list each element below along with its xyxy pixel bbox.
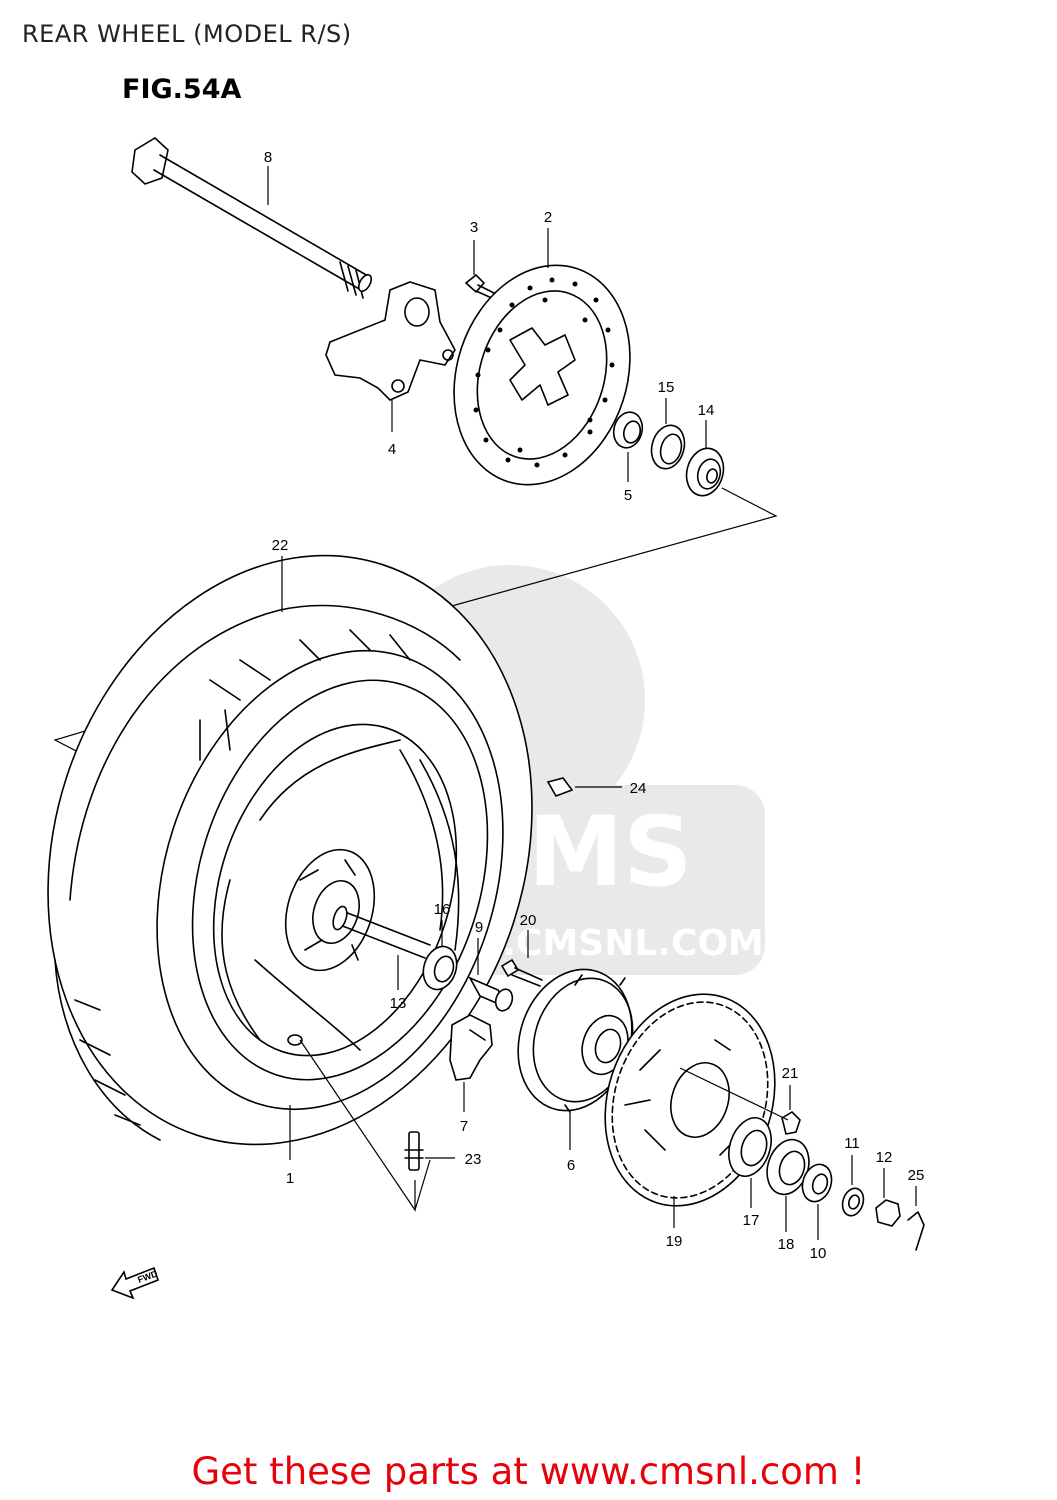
- callout-2: 2: [544, 209, 552, 226]
- exploded-parts-diagram: CMS WWW.CMSNL.COM: [47, 137, 925, 1300]
- callout-14: 14: [698, 402, 715, 419]
- fwd-arrow-icon: FWD: [110, 1266, 159, 1300]
- page-title: REAR WHEEL (MODEL R/S): [22, 20, 352, 48]
- part-8-axle: [131, 137, 373, 299]
- callout-7: 7: [460, 1118, 468, 1135]
- callout-13: 13: [390, 995, 407, 1012]
- callout-4: 4: [388, 441, 396, 458]
- callout-17: 17: [743, 1212, 760, 1229]
- callout-21: 21: [782, 1065, 799, 1082]
- figure-label: FIG.54A: [122, 74, 242, 105]
- callout-numbers: 8 3 2 15 14 4 5 22 24 16 20 9 13 21 7 11…: [264, 149, 925, 1262]
- part-12-castle-nut: [875, 1168, 901, 1227]
- part-4-caliper-bracket: [325, 281, 456, 432]
- callout-19: 19: [666, 1233, 683, 1250]
- callout-23: 23: [465, 1151, 482, 1168]
- callout-3: 3: [470, 219, 478, 236]
- part-25-cotter-pin: [907, 1186, 925, 1251]
- part-3-disc-bolt: [464, 240, 497, 300]
- callout-11: 11: [844, 1135, 860, 1152]
- callout-1: 1: [286, 1170, 294, 1187]
- part-7-damper: [449, 1014, 493, 1112]
- part-11-washer: [841, 1155, 865, 1217]
- part-24-clip: [546, 777, 622, 797]
- part-15-oil-seal: [650, 398, 686, 470]
- part-13-shaft: [332, 905, 431, 990]
- part-17-bearing: [728, 1117, 772, 1208]
- callout-22: 22: [272, 537, 289, 554]
- callout-18: 18: [778, 1236, 795, 1253]
- footer-parts-link[interactable]: Get these parts at www.cmsnl.com !: [191, 1450, 866, 1493]
- callout-9: 9: [475, 919, 483, 936]
- callout-24: 24: [630, 780, 647, 797]
- part-20-bolt: [500, 930, 543, 987]
- part-23-valve: [404, 1131, 455, 1171]
- part-10-spacer: [801, 1163, 833, 1240]
- callout-5: 5: [624, 487, 632, 504]
- part-9-spacer: [468, 938, 514, 1012]
- callout-25: 25: [908, 1167, 925, 1184]
- part-22-tire: [47, 554, 533, 1146]
- callout-12: 12: [876, 1149, 893, 1166]
- part-16-bearing: [422, 920, 458, 991]
- callout-10: 10: [810, 1245, 827, 1262]
- part-1-wheel-rim: [156, 649, 504, 1212]
- callout-15: 15: [658, 379, 675, 396]
- callout-20: 20: [520, 912, 537, 929]
- part-2-brake-disc: [453, 228, 631, 486]
- part-18-oil-seal: [766, 1138, 810, 1232]
- callout-8: 8: [264, 149, 272, 166]
- part-21-nut: [679, 1067, 801, 1135]
- callout-6: 6: [567, 1157, 575, 1174]
- part-14-bearing: [685, 420, 725, 497]
- callout-16: 16: [434, 901, 451, 918]
- part-5-spacer: [612, 411, 644, 482]
- part-6-sprocket-carrier: [517, 968, 634, 1150]
